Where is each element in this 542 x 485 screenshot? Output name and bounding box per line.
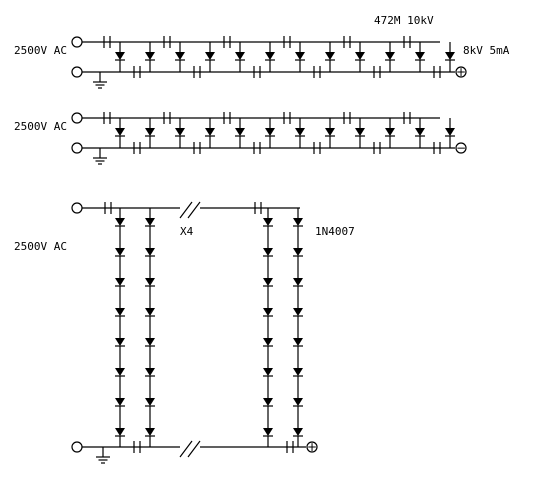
- circuit-wiring: + − +: [71, 36, 467, 464]
- diode-icon: [235, 52, 245, 60]
- diode-icon: [445, 128, 455, 136]
- diode-icon: [205, 52, 215, 60]
- positive-terminal-sign: +: [456, 65, 466, 79]
- diode-icon: [295, 128, 305, 136]
- diode-icon: [145, 428, 155, 436]
- diode-icon: [115, 52, 125, 60]
- repeat-count-label: X4: [180, 225, 194, 238]
- diode-icon: [325, 52, 335, 60]
- diode-icon: [293, 278, 303, 286]
- diode-icon: [385, 128, 395, 136]
- diode-icon: [293, 338, 303, 346]
- diode-icon: [445, 52, 455, 60]
- diode-icon: [293, 368, 303, 376]
- ac-input-label-middle: 2500V AC: [14, 120, 67, 133]
- diode-icon: [265, 52, 275, 60]
- diode-part-label: 1N4007: [315, 225, 355, 238]
- negative-terminal-sign: −: [456, 141, 466, 155]
- diode-icon: [115, 248, 125, 256]
- break-icon: [187, 440, 201, 458]
- diode-icon: [355, 52, 365, 60]
- diode-icon: [295, 52, 305, 60]
- diode-icon: [293, 398, 303, 406]
- diode-icon: [263, 368, 273, 376]
- diode-icon: [265, 128, 275, 136]
- diode-icon: [263, 308, 273, 316]
- terminal-icon: [71, 202, 83, 214]
- diode-icon: [293, 218, 303, 226]
- diode-icon: [115, 218, 125, 226]
- diode-icon: [115, 128, 125, 136]
- diode-icon: [145, 368, 155, 376]
- diode-icon: [385, 52, 395, 60]
- diode-icon: [145, 278, 155, 286]
- diode-icon: [145, 308, 155, 316]
- diode-icon: [145, 248, 155, 256]
- capacitor-rating-label: 472M 10kV: [374, 14, 434, 27]
- diode-icon: [115, 398, 125, 406]
- output-rating-label: 8kV 5mA: [463, 44, 510, 57]
- terminal-icon: [71, 142, 83, 154]
- terminal-icon: [71, 36, 83, 48]
- diode-icon: [115, 368, 125, 376]
- diode-icon: [263, 278, 273, 286]
- diode-icon: [145, 52, 155, 60]
- break-icon: [187, 201, 201, 219]
- diode-icon: [263, 428, 273, 436]
- diode-icon: [145, 398, 155, 406]
- diode-icon: [115, 428, 125, 436]
- terminal-icon: [71, 66, 83, 78]
- diode-icon: [355, 128, 365, 136]
- break-icon: [179, 440, 193, 458]
- diode-icon: [145, 128, 155, 136]
- diode-icon: [115, 338, 125, 346]
- terminal-icon: [306, 441, 318, 453]
- diode-icon: [263, 248, 273, 256]
- diode-icon: [415, 128, 425, 136]
- diode-icon: [415, 52, 425, 60]
- diode-icon: [145, 218, 155, 226]
- diode-icon: [263, 338, 273, 346]
- diode-icon: [263, 218, 273, 226]
- diode-icon: [263, 398, 273, 406]
- diode-icon: [175, 52, 185, 60]
- positive-terminal-sign: +: [307, 440, 317, 454]
- diode-icon: [115, 278, 125, 286]
- diode-icon: [293, 248, 303, 256]
- diode-icon: [293, 428, 303, 436]
- terminal-icon: [71, 441, 83, 453]
- diode-icon: [293, 308, 303, 316]
- ac-input-label-bottom: 2500V AC: [14, 240, 67, 253]
- diode-icon: [235, 128, 245, 136]
- break-icon: [179, 201, 193, 219]
- diode-icon: [175, 128, 185, 136]
- diode-icon: [205, 128, 215, 136]
- diode-icon: [145, 338, 155, 346]
- terminal-icon: [455, 142, 467, 154]
- terminal-icon: [71, 112, 83, 124]
- terminal-icon: [455, 66, 467, 78]
- diode-icon: [115, 308, 125, 316]
- diode-icon: [325, 128, 335, 136]
- ac-input-label-top: 2500V AC: [14, 44, 67, 57]
